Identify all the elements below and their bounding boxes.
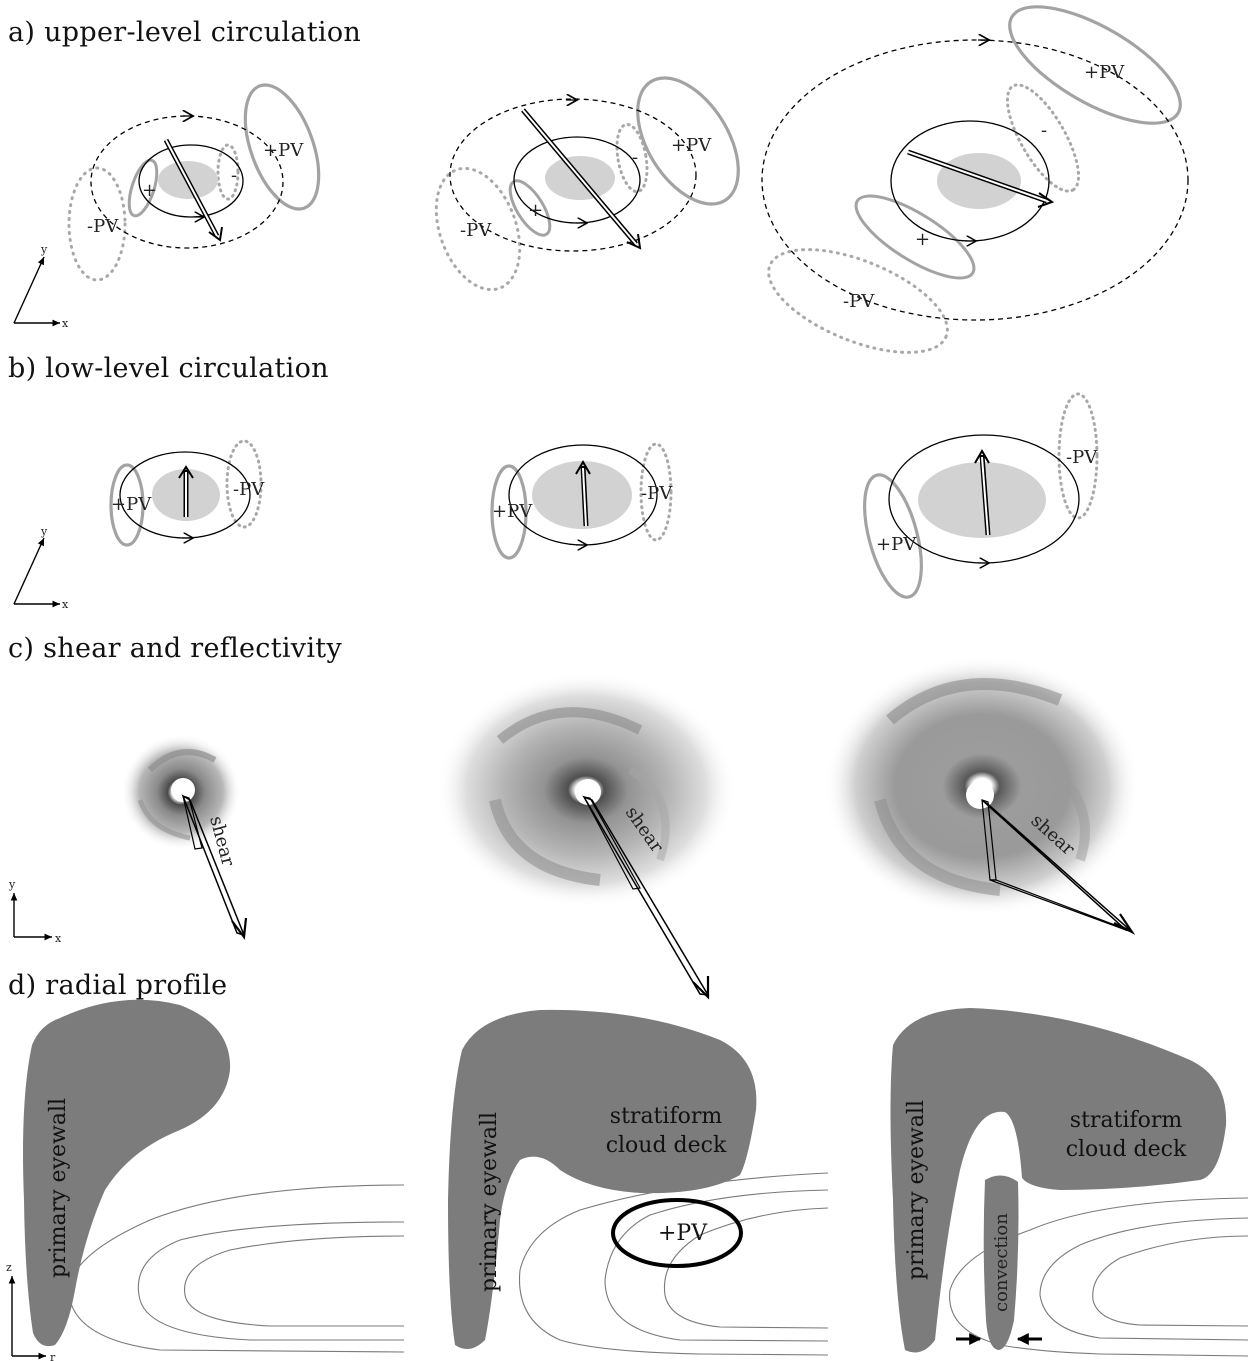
neg-pv-label: -PV xyxy=(233,479,265,500)
contour-lines xyxy=(69,1185,404,1352)
panel-b-y-label: y xyxy=(40,525,48,538)
primary-eyewall-label: primary eyewall xyxy=(477,1112,502,1292)
panel-a-axes: x y xyxy=(14,243,69,330)
panel-b-vortex-1: +PV -PV xyxy=(111,441,265,545)
radial-profile-3: stratiform cloud deck primary eyewall co… xyxy=(891,1008,1249,1356)
panel-a-title: a) upper-level circulation xyxy=(8,17,361,48)
panel-a-vortex-1: + - +PV -PV xyxy=(69,75,333,280)
panel-a-x-label: x xyxy=(62,317,69,330)
panel-d-r-label: r xyxy=(50,1351,56,1361)
stratiform-label-line2: cloud deck xyxy=(1066,1137,1187,1162)
panel-a: a) upper-level circulation x y + xyxy=(8,0,1197,374)
plus-label: + xyxy=(528,200,543,221)
panel-d-z-label: z xyxy=(6,1261,12,1274)
pos-pv-label: +PV xyxy=(1084,62,1125,83)
pos-pv-label: +PV xyxy=(876,534,917,555)
minus-label: - xyxy=(632,147,638,168)
pos-pv-label: +PV xyxy=(492,501,533,522)
panel-b: b) low-level circulation x y +PV -PV xyxy=(8,353,1098,611)
panel-c: c) shear and reflectivity x y shear xyxy=(8,633,1140,997)
primary-eyewall-label: primary eyewall xyxy=(904,1100,929,1280)
panel-a-y-label: y xyxy=(40,243,48,256)
primary-eyewall-and-deck xyxy=(891,1008,1227,1352)
panel-a-vortex-2: + - +PV -PV xyxy=(421,60,759,301)
panel-b-title: b) low-level circulation xyxy=(8,353,329,384)
radial-profile-1: primary eyewall xyxy=(23,1000,404,1352)
neg-pv-label: -PV xyxy=(1066,447,1098,468)
pos-pv-label: +PV xyxy=(263,140,304,161)
neg-pv-label: -PV xyxy=(641,483,673,504)
stratiform-label-line2: cloud deck xyxy=(606,1133,727,1158)
panel-b-vortex-3: +PV -PV xyxy=(854,394,1099,603)
panel-a-vortex-3: + - +PV -PV xyxy=(755,0,1197,374)
panel-b-axes: x y xyxy=(14,525,69,611)
panel-b-x-label: x xyxy=(62,598,69,611)
minus-label: - xyxy=(1041,120,1047,141)
convection-label: convection xyxy=(991,1213,1012,1312)
neg-pv-label: -PV xyxy=(87,216,119,237)
stratiform-label-line1: stratiform xyxy=(1070,1108,1183,1133)
panel-c-y-label: y xyxy=(8,878,16,891)
reflectivity-storm-3: shear xyxy=(824,656,1140,932)
core-fill xyxy=(937,153,1021,209)
plus-label: + xyxy=(142,180,157,201)
reflectivity-storm-1: shear xyxy=(121,734,246,937)
panel-c-title: c) shear and reflectivity xyxy=(8,633,342,664)
stratiform-label-line1: stratiform xyxy=(610,1104,723,1129)
panel-c-axes: x y xyxy=(8,878,62,945)
panel-d: d) radial profile r z primary eyewall xyxy=(6,970,1248,1361)
pos-pv-label: +PV xyxy=(658,1221,708,1246)
neg-pv-label: -PV xyxy=(843,291,875,312)
primary-eyewall-label: primary eyewall xyxy=(46,1098,71,1278)
reflectivity-storm-2: shear xyxy=(436,672,736,997)
minus-label: - xyxy=(231,165,237,186)
plus-label: + xyxy=(915,229,930,250)
radial-profile-2: +PV stratiform cloud deck primary eyewal… xyxy=(448,1010,828,1355)
pos-pv-label: +PV xyxy=(111,494,152,515)
panel-b-vortex-2: +PV -PV xyxy=(492,444,673,558)
pos-pv-label: +PV xyxy=(671,135,712,156)
neg-pv-label: -PV xyxy=(460,220,492,241)
panel-c-x-label: x xyxy=(55,932,62,945)
panel-d-title: d) radial profile xyxy=(8,970,227,1001)
